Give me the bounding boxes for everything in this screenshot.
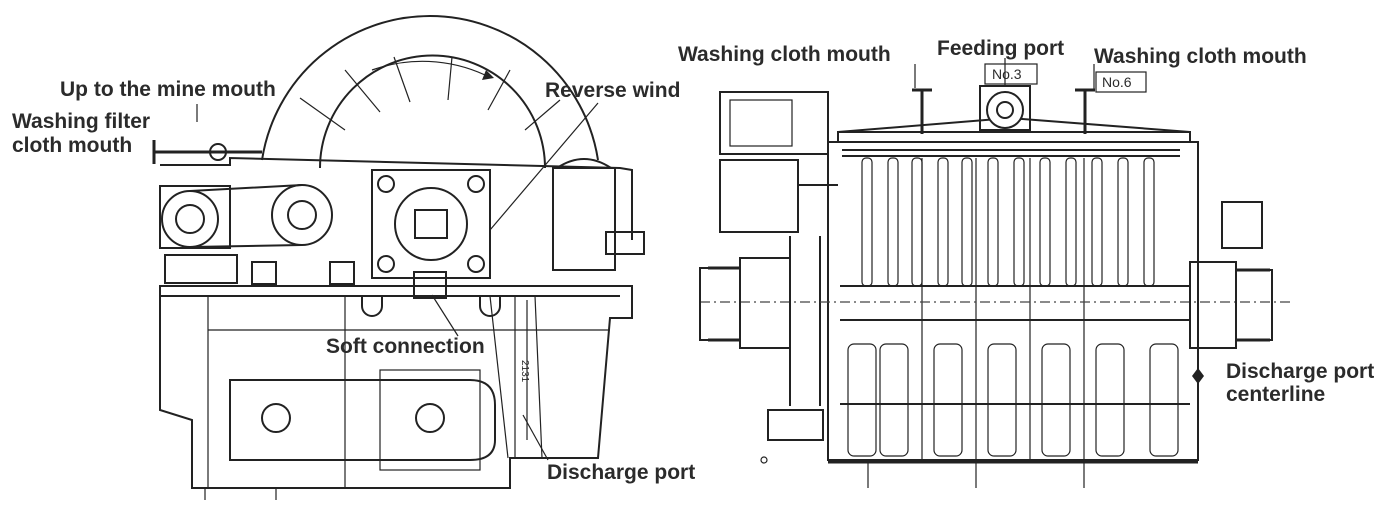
dim-label: 2131 xyxy=(519,360,530,383)
front-hood xyxy=(837,131,1191,142)
tag-no3: No.3 xyxy=(992,66,1022,82)
left-pulley-hub xyxy=(175,204,205,234)
motor-body xyxy=(552,167,616,271)
tag-no6: No.6 xyxy=(1102,74,1132,90)
disc-inner-arc xyxy=(319,54,546,169)
motor-box-inner xyxy=(729,99,793,147)
label-washing-filter-line1: Washing filter xyxy=(12,110,150,133)
lower-pulley-right xyxy=(415,403,445,433)
right-bearing xyxy=(1189,261,1237,349)
left-bearing xyxy=(739,257,791,349)
mid-pulley xyxy=(271,184,333,246)
lower-pulley-left xyxy=(261,403,291,433)
lower-housing xyxy=(229,379,496,461)
deck-block-2 xyxy=(251,261,277,285)
gearbox-bolt-tl xyxy=(377,175,395,193)
right-bearing-flange xyxy=(1235,269,1273,341)
motor-base xyxy=(767,409,824,441)
gearbox-bolt-br xyxy=(467,255,485,273)
feed-port-ring xyxy=(986,91,1024,129)
feed-port-inner xyxy=(996,101,1014,119)
wash-pipe-valve xyxy=(209,143,227,161)
motor-box-lower xyxy=(719,159,799,233)
long-shafts xyxy=(921,158,1085,460)
front-view: No.3 No.6 xyxy=(699,63,1290,488)
label-discharge-centerline-line1: Discharge port xyxy=(1226,360,1374,383)
label-washing-cloth-mouth-left: Washing cloth mouth xyxy=(678,43,891,66)
centerline-marker xyxy=(1192,368,1204,384)
left-bearing-flange xyxy=(699,267,741,341)
tag-no6-box xyxy=(1095,71,1147,93)
right-bracket xyxy=(1221,201,1263,249)
gearbox-shaft-key xyxy=(414,209,448,239)
lower-grate xyxy=(379,369,481,471)
left-pulley xyxy=(161,190,219,248)
tank-outline xyxy=(159,285,633,489)
label-discharge-centerline-line2: centerline xyxy=(1226,383,1325,406)
deck-block-1 xyxy=(164,254,238,284)
discharge-chute xyxy=(489,295,543,459)
disc-ribs xyxy=(299,56,561,131)
label-reverse-wind: Reverse wind xyxy=(545,79,680,102)
small-mark xyxy=(760,456,768,464)
rotation-arrow xyxy=(371,60,486,76)
side-view: 2131 xyxy=(152,15,645,500)
deck-block-3 xyxy=(329,261,355,285)
notch-1 xyxy=(361,296,383,317)
label-soft-connection: Soft connection xyxy=(326,335,485,358)
lower-bags xyxy=(847,343,1179,457)
disc-outer-arc xyxy=(261,15,599,161)
gearbox-frame xyxy=(371,169,491,279)
label-washing-cloth-mouth-right: Washing cloth mouth xyxy=(1094,45,1307,68)
motor-box-top xyxy=(719,91,829,155)
filter-plates xyxy=(861,157,1155,287)
motor-top xyxy=(556,158,612,169)
gearbox-shaft xyxy=(394,187,468,261)
chassis-top xyxy=(160,156,633,240)
rotation-arrowhead xyxy=(482,70,494,80)
front-tank xyxy=(827,141,1199,461)
label-washing-filter-line2: cloth mouth xyxy=(12,134,132,157)
label-feeding-port: Feeding port xyxy=(937,37,1064,60)
mid-pulley-hub xyxy=(287,200,317,230)
left-pedestal xyxy=(159,185,231,249)
gearbox-bolt-bl xyxy=(377,255,395,273)
label-up-to-mine-mouth: Up to the mine mouth xyxy=(60,78,276,101)
tag-no3-box xyxy=(984,63,1038,85)
gearbox-bolt-tr xyxy=(467,175,485,193)
right-leaders xyxy=(914,58,1095,90)
bottom-ticks xyxy=(867,462,1085,488)
motor-coupling xyxy=(605,231,645,255)
notch-2 xyxy=(479,296,501,317)
label-discharge-port: Discharge port xyxy=(547,461,695,484)
left-leaders xyxy=(196,102,599,461)
rocker-arm xyxy=(189,184,303,248)
